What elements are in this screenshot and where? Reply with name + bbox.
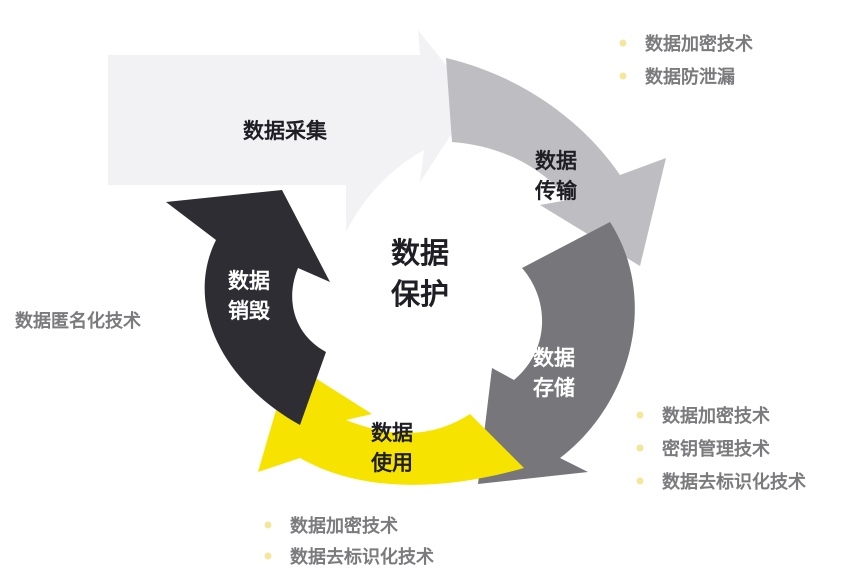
usage-arrow [258, 362, 524, 485]
usage-label-line2: 使用 [370, 451, 413, 475]
storage-label-line1: 数据 [533, 346, 575, 370]
note-bullet [619, 72, 627, 80]
note-bullet [636, 444, 644, 452]
transfer-label-line1: 数据 [535, 149, 577, 173]
destroy-label-line1: 数据 [228, 269, 270, 293]
transfer-note-2: 数据防泄漏 [645, 66, 735, 88]
destroy-arrow [166, 190, 330, 425]
storage-arrow [478, 222, 635, 484]
destroy-label-line2: 销毁 [228, 299, 270, 323]
storage-note-3: 数据去标识化技术 [662, 471, 806, 493]
collect-label: 数据采集 [243, 119, 328, 143]
note-bullet [636, 477, 644, 485]
center-label-line1: 数据 [391, 236, 449, 270]
note-bullet [619, 39, 627, 47]
usage-note-1: 数据加密技术 [290, 515, 398, 537]
transfer-arrow [446, 58, 666, 266]
collect-arrow [108, 30, 474, 232]
center-label-line2: 保护 [390, 277, 449, 311]
usage-label-line1: 数据 [371, 421, 413, 445]
note-bullet [264, 521, 272, 529]
note-bullet [636, 411, 644, 419]
note-bullet [264, 552, 272, 560]
transfer-note-1: 数据加密技术 [645, 33, 753, 55]
storage-note-1: 数据加密技术 [662, 405, 770, 427]
transfer-label-line2: 传输 [534, 179, 578, 203]
destroy-note-1: 数据匿名化技术 [15, 310, 141, 332]
storage-note-2: 密钥管理技术 [662, 438, 770, 460]
usage-note-2: 数据去标识化技术 [290, 546, 434, 568]
storage-label-line2: 存储 [533, 376, 575, 400]
